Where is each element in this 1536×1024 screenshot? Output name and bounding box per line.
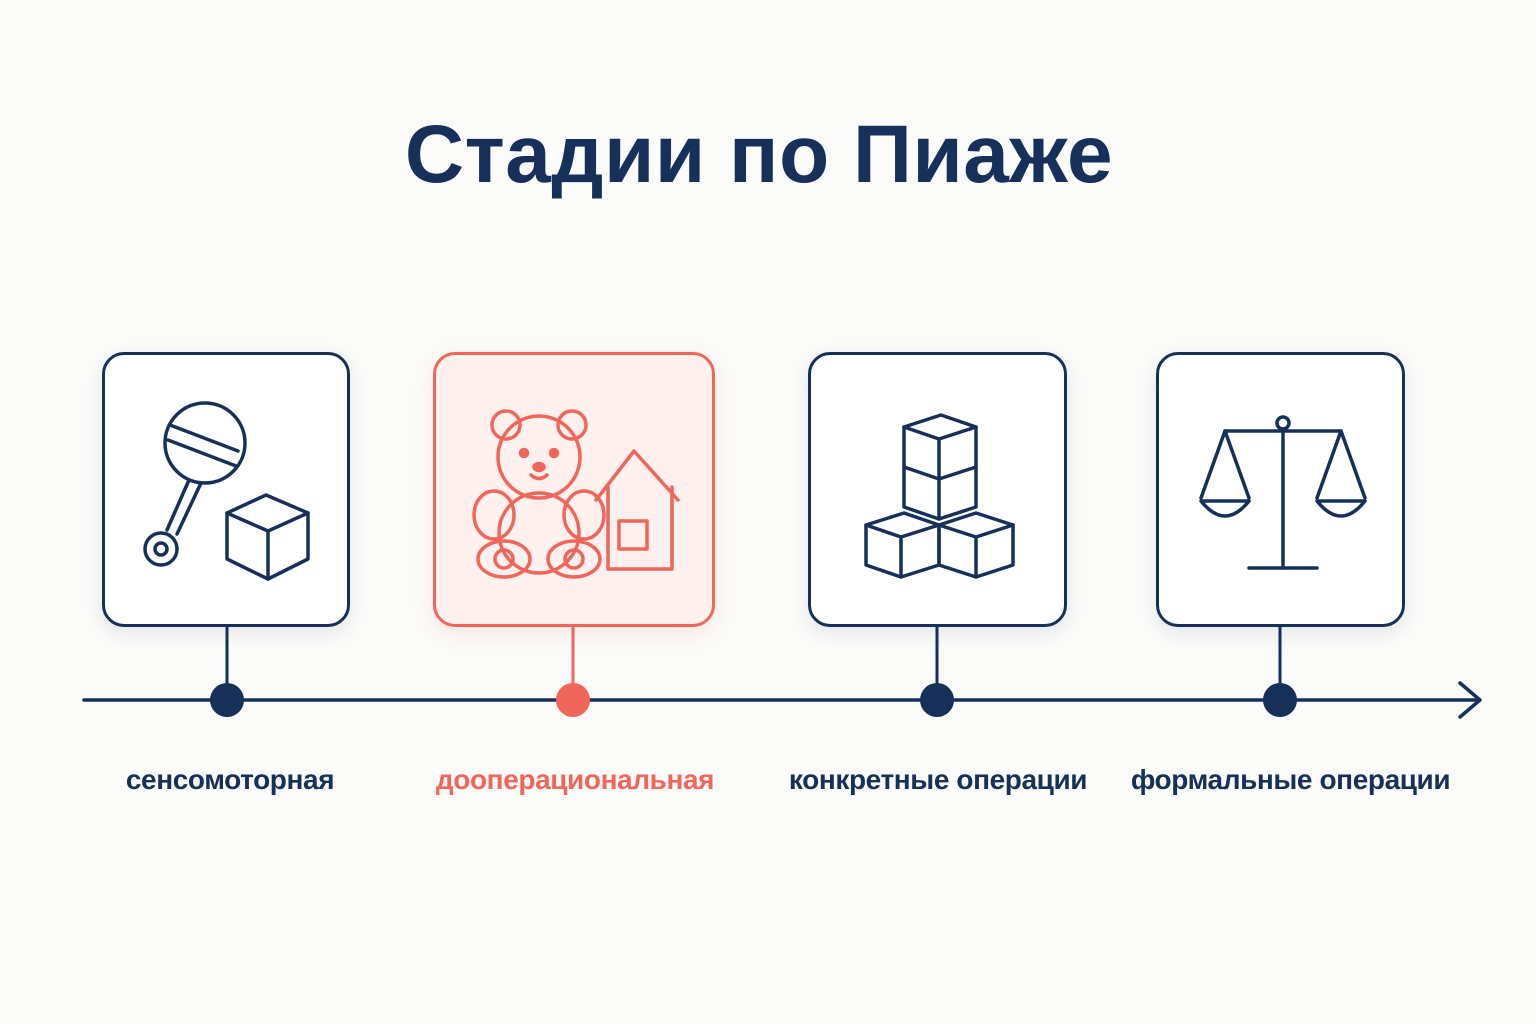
- timeline-node-stage-2: [556, 683, 590, 717]
- stage-card-preoperational: [433, 352, 715, 627]
- stacked-cubes-icon: [864, 413, 1015, 579]
- stage-card-formal-operations: [1156, 352, 1405, 627]
- stage-card-sensorimotor: [102, 352, 350, 627]
- stage-card-concrete-operations: [808, 352, 1067, 627]
- page-title: Стадии по Пиаже: [404, 109, 1114, 200]
- stage-label-concrete-operations: конкретные операции: [788, 764, 1088, 795]
- balance-scale-icon: [1199, 415, 1367, 570]
- timeline-node-stage-1: [210, 683, 244, 717]
- timeline-node-stage-4: [1263, 683, 1297, 717]
- timeline-arrowhead: [1458, 681, 1482, 719]
- stage-label-formal-operations: формальные операции: [1130, 764, 1451, 795]
- stage-label-sensorimotor: сенсомоторная: [125, 764, 335, 795]
- stage-label-preoperational: дооперациональная: [435, 764, 715, 795]
- rattle-and-cube-icon: [143, 401, 310, 581]
- teddy-bear-and-house-icon: [472, 409, 680, 579]
- timeline-node-stage-3: [920, 683, 954, 717]
